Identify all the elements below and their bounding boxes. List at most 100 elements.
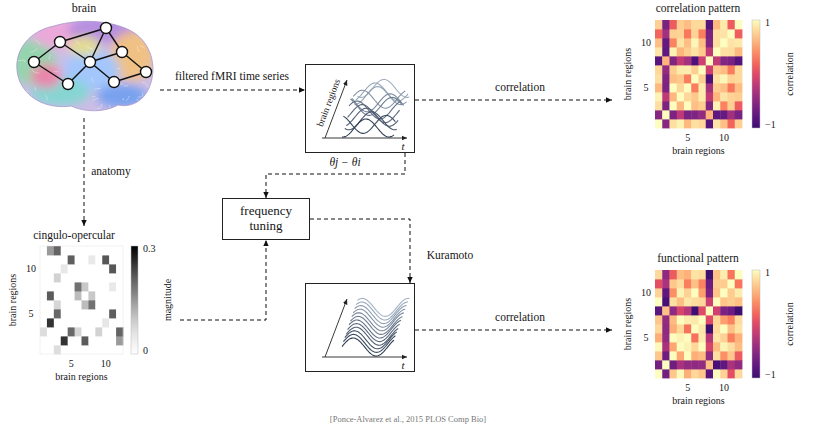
matrix-cell	[684, 110, 692, 119]
matrix-cell	[677, 101, 685, 110]
matrix-cell	[88, 327, 95, 336]
matrix-cell	[88, 255, 95, 264]
matrix-cell	[662, 29, 670, 38]
matrix-cell	[109, 246, 116, 255]
matrix-cell	[713, 83, 721, 92]
dashed-connector	[160, 90, 305, 91]
matrix-cell	[713, 297, 721, 306]
matrix-cell	[102, 345, 109, 354]
matrix-cell	[699, 101, 707, 110]
matrix-cell	[713, 360, 721, 369]
matrix-cell	[720, 47, 728, 56]
matrix-cell	[735, 324, 743, 333]
matrix-cell	[116, 273, 123, 282]
matrix-cell	[720, 279, 728, 288]
matrix-cell	[47, 246, 54, 255]
matrix-cell	[655, 110, 663, 119]
matrix-cell	[655, 351, 663, 360]
region-axis	[325, 299, 347, 357]
matrix-cell	[706, 29, 714, 38]
matrix-cell	[655, 333, 663, 342]
brain-fibre	[17, 60, 25, 62]
brain-fibre	[138, 93, 143, 98]
matrix-cell	[95, 255, 102, 264]
matrix-cell	[75, 246, 82, 255]
colorbar	[752, 270, 760, 378]
matrix-cell	[670, 324, 678, 333]
heatmap-panel: functional pattern105brain regions510bra…	[612, 251, 808, 408]
matrix-cell	[706, 369, 714, 378]
matrix-cell	[720, 38, 728, 47]
matrix-cell	[95, 309, 102, 318]
matrix-cell	[691, 297, 699, 306]
matrix-cell	[670, 360, 678, 369]
matrix-cell	[699, 351, 707, 360]
matrix-cell	[735, 65, 743, 74]
matrix-cell	[713, 324, 721, 333]
matrix-cell	[713, 306, 721, 315]
matrix-cell	[735, 315, 743, 324]
matrix-cell	[95, 327, 102, 336]
network-node	[85, 57, 96, 68]
colorbar-label: −1	[765, 119, 776, 131]
tick-label: 10	[641, 37, 651, 49]
matrix-cell	[720, 56, 728, 65]
brain-fibre	[39, 20, 48, 25]
matrix-cell	[691, 119, 699, 128]
matrix-cell	[102, 246, 109, 255]
matrix-cell	[684, 74, 692, 83]
matrix-cell	[691, 74, 699, 83]
matrix-cell	[684, 369, 692, 378]
matrix-cell	[47, 318, 54, 327]
matrix-cell	[95, 264, 102, 273]
matrix-cell	[691, 92, 699, 101]
matrix-cell	[95, 336, 102, 345]
matrix-cell	[662, 110, 670, 119]
matrix-cell	[691, 333, 699, 342]
matrix-cell	[677, 279, 685, 288]
matrix-cell	[670, 279, 678, 288]
matrix-cell	[662, 297, 670, 306]
tick-label: 5	[69, 358, 74, 370]
brain-fill	[4, 16, 154, 114]
matrix-cell	[662, 56, 670, 65]
matrix-cell	[728, 74, 736, 83]
matrix-cell	[82, 309, 89, 318]
matrix-cell	[677, 92, 685, 101]
matrix-cell	[655, 324, 663, 333]
colorbar-label: 1	[765, 17, 770, 29]
brain-fibre	[91, 78, 93, 82]
matrix-cell	[735, 297, 743, 306]
matrix-cell	[713, 279, 721, 288]
edge-label: anatomy	[89, 165, 133, 179]
matrix-cell	[699, 29, 707, 38]
axis-label: brain regions	[315, 78, 343, 128]
matrix-cell	[102, 327, 109, 336]
matrix-heatmap	[40, 246, 123, 354]
brain-colors	[4, 16, 154, 108]
matrix-cell	[655, 47, 663, 56]
matrix-cell	[684, 83, 692, 92]
matrix-cell	[54, 327, 61, 336]
matrix-cell	[47, 255, 54, 264]
matrix-cell	[735, 38, 743, 47]
matrix-cell	[662, 65, 670, 74]
matrix-cell	[720, 110, 728, 119]
matrix-cell	[95, 291, 102, 300]
matrix-cell	[720, 351, 728, 360]
matrix-cell	[728, 83, 736, 92]
matrix-cell	[728, 65, 736, 74]
network-link	[60, 28, 106, 42]
matrix-cell	[68, 318, 75, 327]
matrix-cell	[116, 282, 123, 291]
matrix-cell	[691, 83, 699, 92]
matrix-cell	[699, 110, 707, 119]
brain-fibre	[86, 52, 90, 57]
matrix-cell	[40, 345, 47, 354]
matrix-frame	[40, 246, 123, 354]
brain-fibre	[45, 95, 48, 100]
matrix-cell	[720, 65, 728, 74]
matrix-cell	[75, 336, 82, 345]
matrix-cell	[662, 288, 670, 297]
matrix-cell	[706, 119, 714, 128]
